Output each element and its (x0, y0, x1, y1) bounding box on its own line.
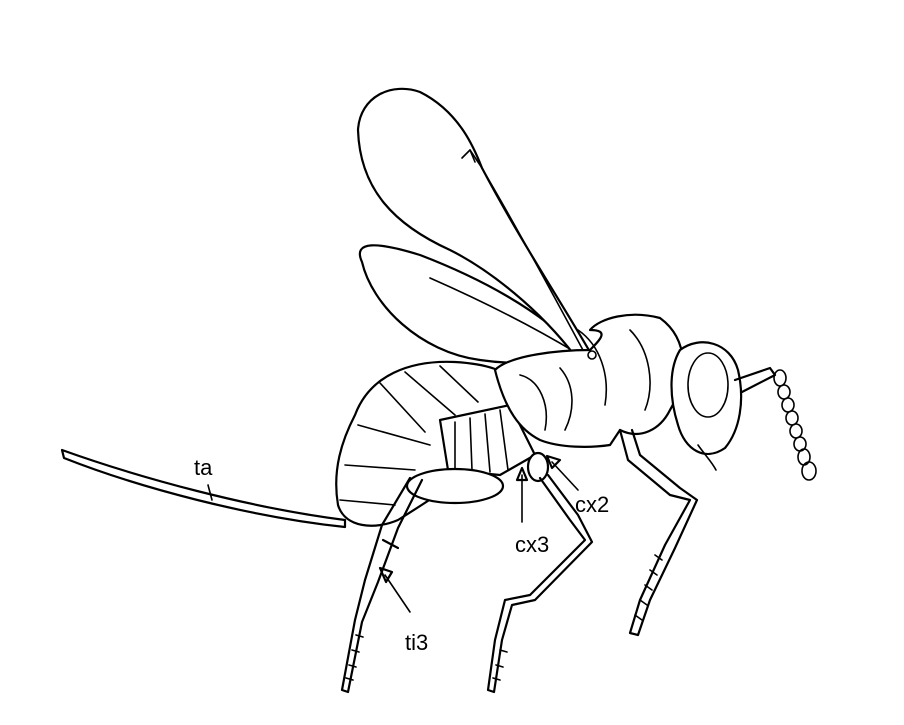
hind-leg (340, 467, 505, 694)
cx2-arrowhead (545, 454, 562, 470)
ta-pointer (207, 484, 213, 501)
cx2-pointer (551, 461, 579, 491)
antenna (733, 366, 817, 481)
head (670, 341, 743, 471)
ti3-pointer (384, 574, 411, 613)
label-cx2: cx2 (575, 492, 609, 517)
label-cx3: cx3 (515, 532, 549, 557)
propodeum (438, 403, 537, 477)
ovipositor (60, 448, 347, 529)
ti3-arrowhead (378, 566, 394, 584)
label-ta: ta (194, 455, 213, 480)
fore-wing (356, 87, 592, 358)
fore-leg (618, 428, 699, 637)
cx3-arrowhead (515, 466, 529, 482)
label-pointers (207, 454, 579, 613)
hind-wing (358, 244, 582, 364)
mid-leg (486, 451, 594, 694)
label-ti3: ti3 (405, 630, 428, 655)
